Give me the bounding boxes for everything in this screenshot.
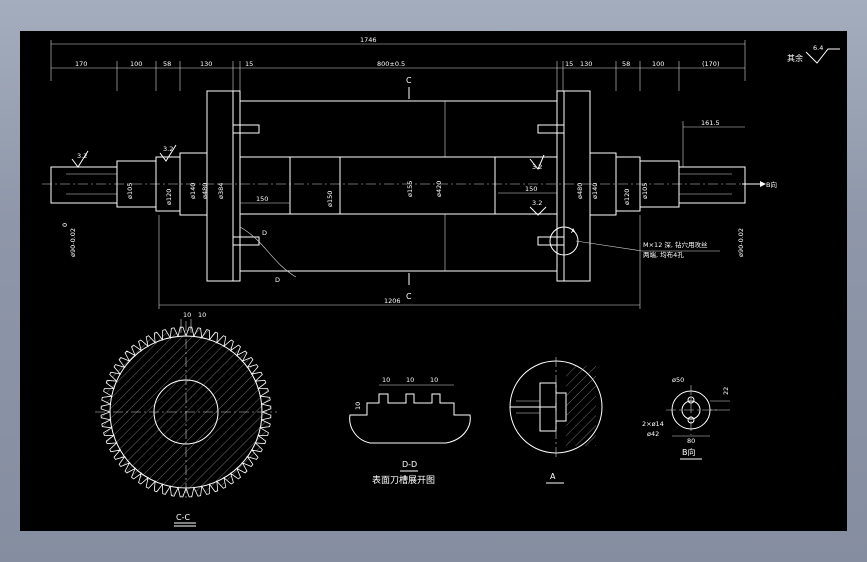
section-dd-subtitle: 表面刀槽展开图 <box>372 474 435 486</box>
dd-dim-1: 10 <box>382 376 390 384</box>
label-a: A <box>571 227 576 235</box>
dd-dim-2: 10 <box>406 376 414 384</box>
hole-note-2: 两端, 均布4孔 <box>643 250 684 259</box>
dd-dim-3: 10 <box>430 376 438 384</box>
dim-seg9: 100 <box>652 60 664 68</box>
diameter-90-left: ø90-0.02 <box>69 228 77 257</box>
dim-overall: 1746 <box>360 36 377 44</box>
view-b: ø50 2×ø14 ø42 22 80 B向 <box>642 376 730 460</box>
right-shaft-journal <box>678 166 746 204</box>
section-dd-title: D-D <box>402 460 417 469</box>
groove-profile <box>349 393 471 444</box>
drawing-canvas[interactable]: 其余 6.4 1746 170 100 58 130 15 800±0.5 15… <box>20 31 847 531</box>
diameter-384: ø384 <box>217 183 225 199</box>
view-b-title: B向 <box>682 447 696 457</box>
dim-seg4: 130 <box>200 60 212 68</box>
section-cc: 10 10 C-C <box>95 311 277 527</box>
view-b-d50: ø50 <box>672 376 684 384</box>
dim-seg10: (170) <box>702 60 719 68</box>
diameter-150: ø150 <box>326 191 334 207</box>
technical-drawing: 其余 6.4 1746 170 100 58 130 15 800±0.5 15… <box>20 31 847 531</box>
view-b-d42: ø42 <box>647 430 659 438</box>
drawing-border <box>20 31 847 531</box>
section-dd: 10 10 10 10 D-D 表面刀槽展开图 <box>349 376 471 486</box>
roughness-3: 3.2 <box>532 163 542 171</box>
diameter-105-right: ø105 <box>641 183 649 199</box>
dim-seg3: 58 <box>163 60 171 68</box>
view-b-bore <box>681 400 701 420</box>
roller-body-upper-wall <box>239 100 558 158</box>
dim-seg7: 130 <box>580 60 592 68</box>
roughness-symbol <box>805 48 840 64</box>
roughness-2: 3.2 <box>163 145 173 153</box>
section-mark-bottom: C <box>406 292 412 301</box>
surface-value: 6.4 <box>813 44 823 52</box>
dim-center: 800±0.5 <box>377 60 405 68</box>
roughness-1: 3.2 <box>77 152 87 160</box>
detail-a-title: A <box>550 472 556 481</box>
section-cc-title: C-C <box>176 513 190 522</box>
section-mark-top: C <box>406 76 412 85</box>
cc-dim-1: 10 <box>183 311 191 319</box>
dd-dim-4: 10 <box>354 402 362 410</box>
view-b-dim22: 22 <box>722 387 730 395</box>
hole-note: M×12 深, 钻穴用攻丝 <box>643 240 708 249</box>
roller-body-lower-wall <box>239 213 558 272</box>
diameter-120-right: ø120 <box>623 189 631 205</box>
dim-1206: 1206 <box>384 297 401 305</box>
left-shaft-journal <box>50 166 118 204</box>
top-dimensions: 1746 170 100 58 130 15 800±0.5 15 130 58… <box>50 36 746 91</box>
dim-161-5: 161.5 <box>701 119 720 127</box>
label-d-top: D <box>262 229 267 237</box>
surface-note-text: 其余 <box>787 53 803 63</box>
diameter-480-left: ø480 <box>201 183 209 199</box>
dim-150-left: 150 <box>256 195 268 203</box>
diameter-420: ø420 <box>435 181 443 197</box>
cc-dim-2: 10 <box>198 311 206 319</box>
diameter-155: ø155 <box>406 181 414 197</box>
tolerance-zero: 0 <box>61 223 69 227</box>
diameter-105-left: ø105 <box>126 183 134 199</box>
label-d-bottom: D <box>275 276 280 284</box>
dim-seg8: 58 <box>622 60 630 68</box>
dim-seg2: 100 <box>130 60 142 68</box>
detail-view-a: A <box>509 357 603 484</box>
surface-finish-note: 其余 6.4 <box>787 44 840 64</box>
diameter-140-right: ø140 <box>591 183 599 199</box>
view-b-holes: 2×ø14 <box>642 420 664 428</box>
b-direction-label: B向 <box>766 180 777 189</box>
diameter-480-right: ø480 <box>576 183 584 199</box>
dim-seg1: 170 <box>75 60 87 68</box>
dim-seg5: 15 <box>245 60 253 68</box>
dim-seg6: 15 <box>565 60 573 68</box>
roughness-4: 3.2 <box>532 199 542 207</box>
diameter-120-left: ø120 <box>165 189 173 205</box>
diameter-90-right: ø90-0.02 <box>737 228 745 257</box>
view-b-dim80: 80 <box>687 437 695 445</box>
diameter-140-left: ø140 <box>189 183 197 199</box>
dim-150-right: 150 <box>525 185 537 193</box>
roller-elevation: C C ø105 ø120 ø140 ø480 ø384 ø150 ø155 ø… <box>42 76 777 309</box>
